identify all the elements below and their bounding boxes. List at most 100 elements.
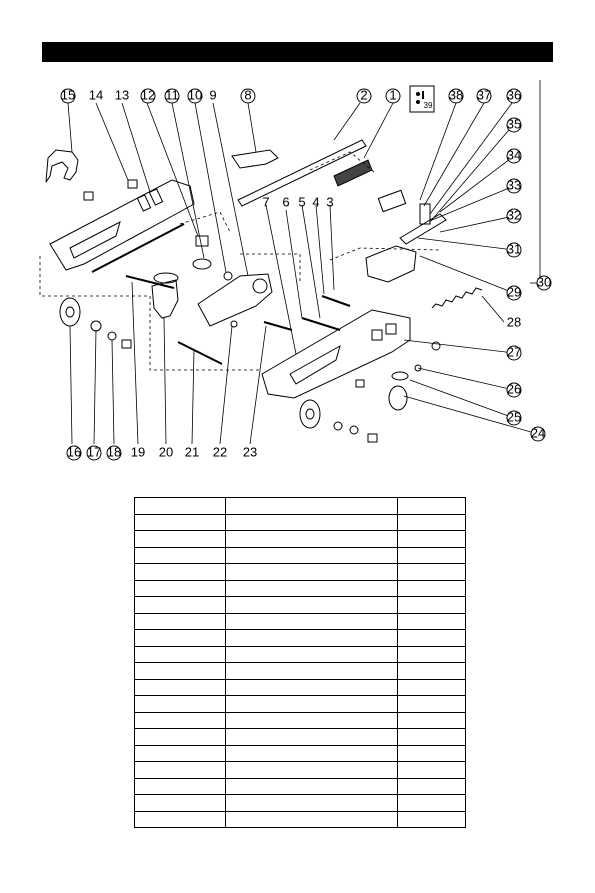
table-cell	[225, 596, 398, 614]
part-label-38: 38	[449, 87, 463, 102]
part-label-21: 21	[185, 444, 199, 459]
table-cell	[134, 794, 226, 812]
part-label-22: 22	[213, 444, 227, 459]
table-row	[134, 629, 466, 647]
table-cell	[225, 546, 398, 564]
part-label-32: 32	[507, 207, 521, 222]
table-cell	[134, 761, 226, 779]
table-row	[134, 563, 466, 581]
left-frame-part	[49, 179, 195, 271]
table-cell	[397, 678, 466, 696]
saddle-part	[151, 279, 179, 319]
table-cell	[397, 546, 466, 564]
part-label-5: 5	[298, 194, 305, 209]
bracket-part	[231, 149, 279, 169]
spring-part	[431, 287, 483, 309]
table-row	[134, 794, 466, 812]
table-cell	[397, 794, 466, 812]
front-wheel-right	[299, 399, 321, 429]
part-label-8: 8	[244, 87, 251, 102]
parts-list-table	[134, 497, 466, 828]
lift-arm-part	[197, 273, 273, 327]
table-row	[134, 777, 466, 795]
table-row	[134, 513, 466, 531]
part-label-11: 11	[165, 87, 179, 102]
table-cell	[225, 678, 398, 696]
table-cell	[397, 579, 466, 597]
part-label-4: 4	[312, 194, 319, 209]
part-label-6: 6	[282, 194, 289, 209]
table-cell	[225, 711, 398, 729]
table-cell	[225, 563, 398, 581]
table-cell	[134, 777, 226, 795]
part-label-15: 15	[61, 87, 75, 102]
table-cell	[397, 728, 466, 746]
part-label-9: 9	[209, 87, 216, 102]
table-cell	[397, 629, 466, 647]
table-cell	[225, 530, 398, 548]
part-label-33: 33	[507, 177, 521, 192]
table-cell	[225, 744, 398, 762]
table-cell	[134, 810, 226, 828]
table-cell	[134, 612, 226, 630]
part-label-26: 26	[507, 381, 521, 396]
part-label-23: 23	[243, 444, 257, 459]
table-cell	[225, 777, 398, 795]
part-label-10: 10	[188, 87, 202, 102]
table-cell	[134, 579, 226, 597]
table-cell	[134, 596, 226, 614]
right-frame-part	[261, 309, 411, 399]
table-cell	[397, 662, 466, 680]
table-cell	[225, 810, 398, 828]
table-cell	[225, 761, 398, 779]
table-cell	[397, 761, 466, 779]
part-label-13: 13	[115, 87, 129, 102]
part-label-19: 19	[131, 444, 145, 459]
table-cell	[134, 711, 226, 729]
handle-grip-part	[333, 159, 373, 187]
table-row	[134, 612, 466, 630]
table-cell	[397, 711, 466, 729]
table-cell	[225, 645, 398, 663]
table-cell	[134, 629, 226, 647]
pump-part	[365, 245, 417, 283]
table-row	[134, 711, 466, 729]
table-cell	[397, 513, 466, 531]
table-cell	[134, 530, 226, 548]
part-label-30: 30	[537, 274, 551, 289]
front-wheel-left	[59, 297, 81, 327]
part-label-20: 20	[159, 444, 173, 459]
table-row	[134, 744, 466, 762]
table-row	[134, 530, 466, 548]
table-cell	[134, 563, 226, 581]
table-cell	[397, 777, 466, 795]
table-cell	[134, 513, 226, 531]
table-cell	[134, 678, 226, 696]
table-cell	[397, 695, 466, 713]
table-row	[134, 678, 466, 696]
part-label-39: 39	[424, 101, 433, 110]
table-cell	[397, 645, 466, 663]
table-cell	[134, 662, 226, 680]
table-row	[134, 546, 466, 564]
exploded-parts-diagram: 15 14 13 12 11 10 9 8 2 1 38 37 36 35 34…	[0, 60, 595, 480]
part-label-24: 24	[531, 425, 545, 440]
part-label-37: 37	[477, 87, 491, 102]
part-label-34: 34	[507, 147, 521, 162]
table-cell	[134, 546, 226, 564]
part-label-36: 36	[507, 87, 521, 102]
table-cell	[134, 744, 226, 762]
table-cell	[134, 728, 226, 746]
caster-wheel	[388, 385, 408, 411]
table-row	[134, 695, 466, 713]
table-row	[134, 596, 466, 614]
table-cell	[397, 744, 466, 762]
table-cell	[134, 695, 226, 713]
table-row	[134, 579, 466, 597]
table-row	[134, 761, 466, 779]
table-cell	[225, 728, 398, 746]
table-cell	[397, 596, 466, 614]
table-cell	[225, 513, 398, 531]
part-label-31: 31	[507, 241, 521, 256]
part-label-1: 1	[389, 87, 396, 102]
